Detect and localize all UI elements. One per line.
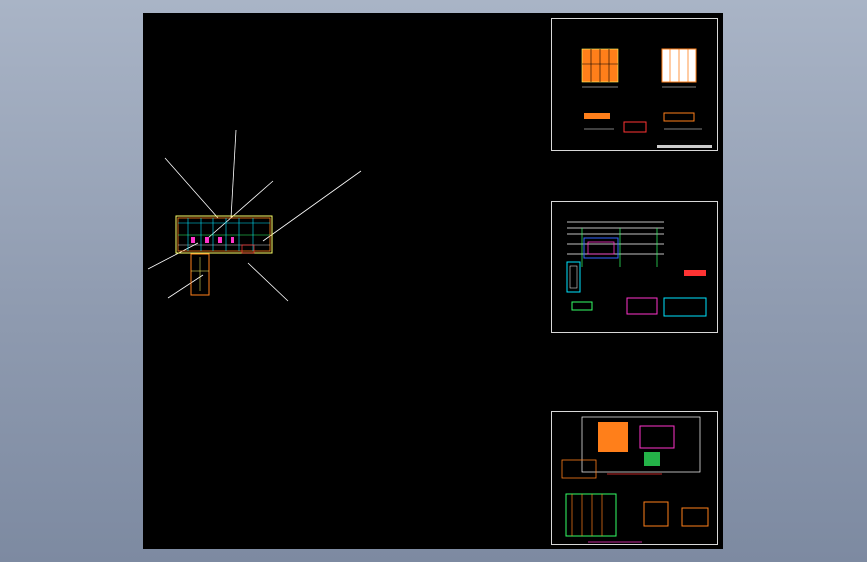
construction-lines — [147, 129, 362, 302]
drawing-sheet-2[interactable] — [551, 201, 718, 333]
sheet-2-content — [566, 221, 707, 317]
cad-canvas[interactable] — [143, 13, 723, 549]
drawing-sheet-3[interactable] — [551, 411, 718, 545]
sheet-1-content — [581, 48, 712, 148]
main-floor-plan-drawing[interactable] — [143, 13, 723, 549]
drawing-sheet-1[interactable] — [551, 18, 718, 151]
building-plan — [175, 215, 273, 296]
sheet-3-content — [561, 416, 709, 543]
